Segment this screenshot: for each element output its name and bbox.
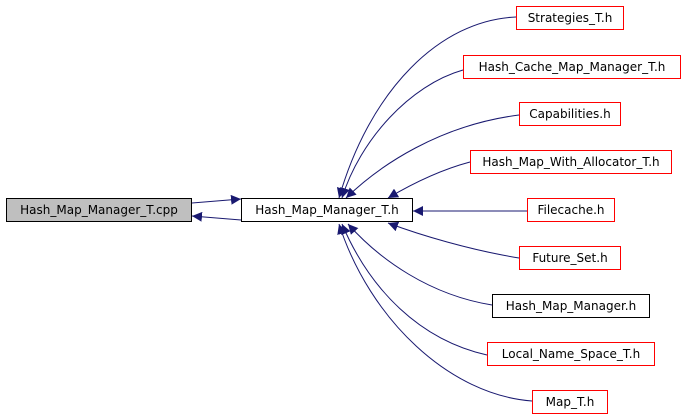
edge-future-set-to-center (387, 221, 520, 259)
node-hash-map-manager-h[interactable]: Hash_Map_Manager.h (492, 294, 650, 318)
node-filecache-h[interactable]: Filecache.h (527, 198, 615, 222)
node-hash-map-with-allocator-t-h[interactable]: Hash_Map_With_Allocator_T.h (470, 150, 672, 174)
node-hash-cache-map-manager-t-h[interactable]: Hash_Cache_Map_Manager_T.h (463, 55, 681, 79)
edge-with-allocator-to-center (387, 161, 471, 199)
edge-hash-cache-to-center (340, 69, 464, 199)
node-hash-map-manager-t-cpp[interactable]: Hash_Map_Manager_T.cpp (6, 198, 192, 222)
edge-cpp-to-center (191, 194, 242, 205)
edge-local-name-space-to-center (341, 223, 488, 356)
edge-strategies-to-center (336, 16, 517, 199)
node-future-set-h[interactable]: Future_Set.h (519, 246, 621, 270)
edge-hash-map-manager-to-center (347, 223, 493, 306)
node-capabilities-h[interactable]: Capabilities.h (519, 102, 621, 126)
node-local-name-space-t-h[interactable]: Local_Name_Space_T.h (487, 342, 655, 366)
node-map-t-h[interactable]: Map_T.h (532, 390, 608, 414)
edge-center-to-cpp (191, 211, 242, 222)
edge-capabilities-to-center (345, 114, 520, 199)
node-strategies-t-h[interactable]: Strategies_T.h (516, 6, 624, 30)
node-hash-map-manager-t-h[interactable]: Hash_Map_Manager_T.h (241, 198, 413, 222)
edge-map-t-to-center (337, 223, 533, 402)
